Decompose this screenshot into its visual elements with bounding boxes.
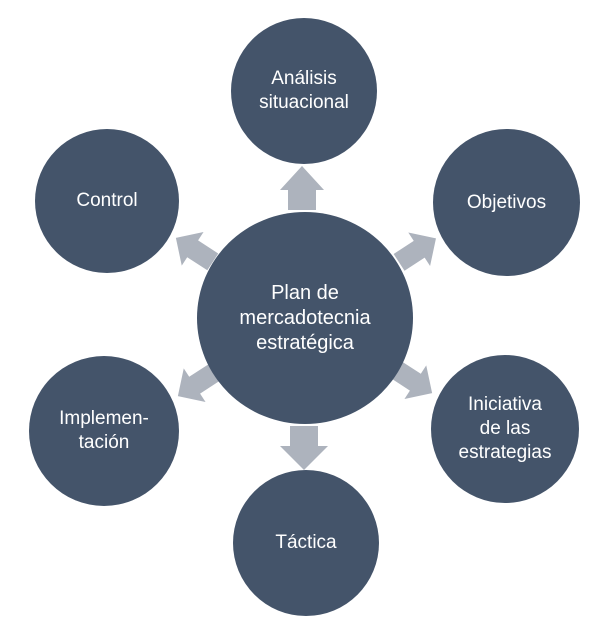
node-control-label: Control	[76, 190, 138, 211]
node-control: Control	[35, 129, 179, 273]
node-implementacion: Implemen- tación	[29, 356, 179, 506]
arrow-to-tactica	[280, 426, 328, 470]
node-tactica: Táctica	[233, 470, 379, 616]
center-node-label: Plan de mercadotecnia estratégica	[239, 281, 371, 354]
node-implementacion-label: Implemen- tación	[59, 408, 149, 453]
arrow-to-analisis	[280, 166, 324, 210]
arrow-to-iniciativa	[389, 360, 433, 399]
arrow-to-objetivos	[393, 232, 436, 271]
node-tactica-label: Táctica	[275, 532, 337, 553]
node-objetivos-label: Objetivos	[466, 191, 547, 213]
arrow-to-implementacion	[177, 363, 221, 402]
node-analisis-situacional: Análisis situacional	[231, 18, 377, 164]
node-objetivos: Objetivos	[433, 129, 580, 276]
center-node-plan: Plan de mercadotecnia estratégica	[197, 212, 413, 424]
node-iniciativa-estrategias: Iniciativa de las estrategias	[431, 355, 579, 503]
arrow-to-control	[175, 232, 219, 271]
node-iniciativa-label: Iniciativa de las estrategias	[458, 394, 552, 463]
node-analisis-label: Análisis situacional	[259, 68, 349, 113]
